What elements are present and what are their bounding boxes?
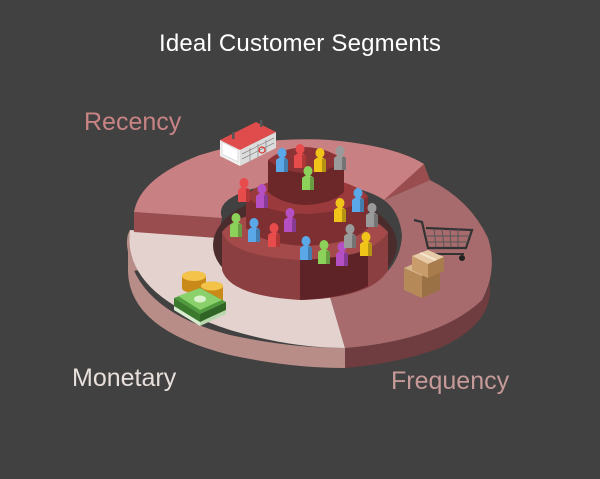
person-icon [300,236,312,260]
person-icon [318,240,330,264]
person-icon [352,188,364,212]
person-icon [314,148,326,172]
center-tower [213,147,397,300]
person-icon [238,178,250,202]
person-icon [284,208,296,232]
person-icon [276,148,288,172]
person-icon [294,144,306,168]
recency-label: Recency [84,108,182,136]
calendar-icon [220,120,276,166]
monetary-segment [126,230,345,368]
person-icon [334,198,346,222]
frequency-segment [328,180,492,368]
person-icon [360,232,372,256]
person-icon [366,203,378,227]
people-group [230,144,378,266]
person-icon [248,218,260,242]
person-icon [334,146,346,170]
package-boxes-icon [404,250,444,298]
diagram-title: Ideal Customer Segments [158,30,442,57]
person-icon [256,184,268,208]
monetary-label: Monetary [72,364,177,392]
frequency-label: Frequency [391,367,510,395]
person-icon [230,213,242,237]
person-icon [302,166,314,190]
money-icon [174,271,226,326]
person-icon [344,224,356,248]
person-icon [268,223,280,247]
